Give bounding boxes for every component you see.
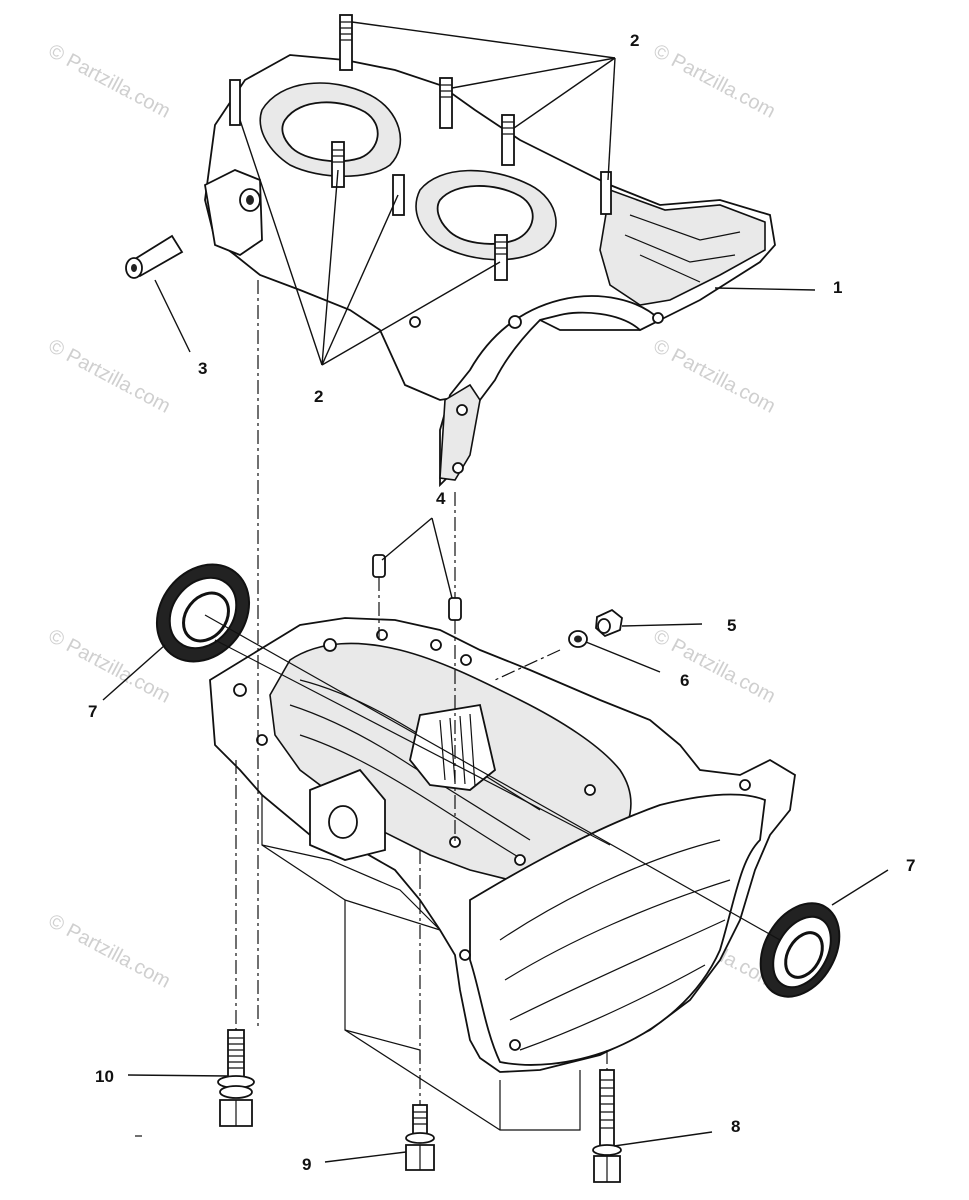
stud	[600, 171, 612, 215]
upper-crankcase	[204, 14, 776, 488]
callout-6: 6	[680, 671, 690, 690]
callout-4: 4	[436, 489, 446, 508]
bolt-part-10	[217, 1029, 255, 1127]
drain-plug	[595, 608, 623, 638]
assembly-lines	[204, 280, 781, 1105]
leader-lines	[102, 21, 889, 1163]
callout-7-left: 7	[88, 702, 98, 721]
callout-9: 9	[302, 1155, 312, 1174]
oil-seal-left	[155, 563, 251, 663]
bolt-part-9	[405, 1104, 435, 1171]
callout-2-bottom: 2	[314, 387, 324, 406]
callout-8: 8	[731, 1117, 741, 1136]
callout-5: 5	[727, 616, 737, 635]
oil-seal-right	[759, 902, 841, 998]
lower-crankcase	[209, 617, 796, 1131]
callout-7-right: 7	[906, 856, 916, 875]
sealing-washer	[568, 630, 588, 648]
callout-10: 10	[95, 1067, 114, 1086]
dowel-pin	[448, 597, 462, 621]
stud	[331, 141, 345, 188]
bolt-part-8	[592, 1069, 622, 1183]
stud	[339, 14, 353, 71]
stud	[392, 174, 405, 216]
stud	[501, 114, 515, 166]
callout-1: 1	[833, 278, 843, 297]
callout-3: 3	[198, 359, 208, 378]
callout-2-top: 2	[630, 31, 640, 50]
fitting-part-3	[125, 234, 184, 279]
stud	[229, 79, 241, 126]
stud	[439, 77, 453, 129]
stud	[494, 234, 508, 281]
